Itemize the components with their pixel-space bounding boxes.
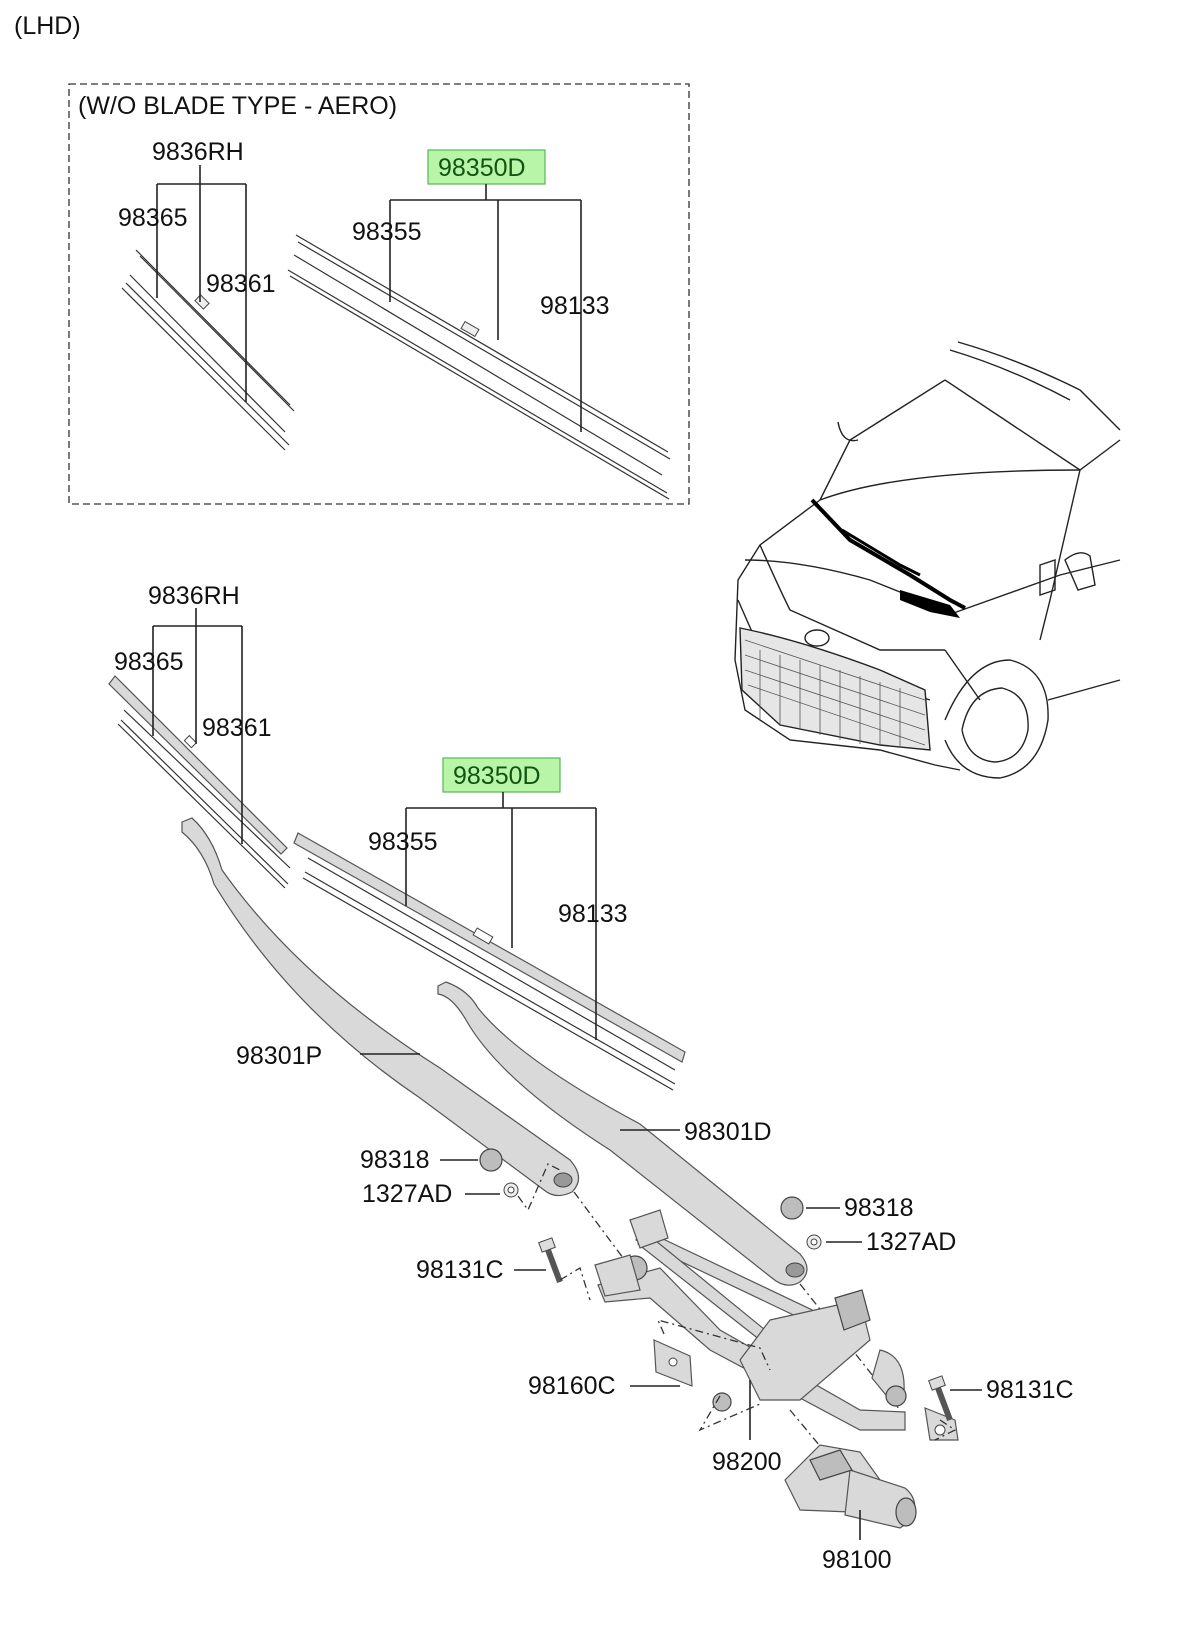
motor-assembly-line	[789, 1409, 821, 1447]
bracket-zigzag	[656, 1319, 771, 1432]
arm-passenger-label: 98301P	[236, 1042, 322, 1070]
bolt-right	[928, 1375, 953, 1422]
main-blade-highlight	[442, 757, 561, 793]
inset-main-leaders	[389, 184, 582, 432]
nut-left-zigzag	[517, 1163, 561, 1212]
inset-rh-refill-label: 98361	[206, 270, 276, 298]
bracket	[653, 1339, 732, 1412]
bolt-right-label: 98131C	[986, 1376, 1074, 1404]
bolt-left-zigzag	[559, 1267, 591, 1301]
nut-right-label: 1327AD	[866, 1228, 956, 1256]
inset-frame	[68, 83, 690, 505]
inset-rh-blade	[121, 249, 295, 451]
nut-right	[806, 1234, 822, 1250]
driver-arm	[437, 981, 808, 1286]
linkage-label: 98200	[712, 1448, 782, 1476]
inset-rh-leaders	[156, 165, 247, 402]
rh-insert-label: 98365	[114, 648, 184, 676]
assembly-line-left	[573, 1191, 633, 1271]
main-leaders	[405, 792, 597, 1040]
inset-rh-insert-label: 98365	[118, 204, 188, 232]
passenger-arm	[181, 817, 580, 1197]
inset-main-refill-label: 98133	[540, 292, 610, 320]
nut-left	[503, 1182, 519, 1198]
cap-left-label: 98318	[360, 1146, 430, 1174]
vehicle-illustration	[734, 341, 1121, 779]
main-refill-label: 98133	[558, 900, 628, 928]
nut-left-label: 1327AD	[362, 1180, 452, 1208]
inset-main-blade-label: 98350D	[438, 154, 526, 182]
bracket-label: 98160C	[528, 1372, 616, 1400]
rh-blade	[108, 675, 291, 889]
inset-main-insert-label: 98355	[352, 218, 422, 246]
main-insert-label: 98355	[368, 828, 438, 856]
cap-right-label: 98318	[844, 1194, 914, 1222]
cap-left	[479, 1148, 503, 1172]
variant-label: (LHD)	[14, 12, 81, 40]
rh-refill-label: 98361	[202, 714, 272, 742]
motor-label: 98100	[822, 1546, 892, 1574]
bolt-left-label: 98131C	[416, 1256, 504, 1284]
rh-blade-label: 9836RH	[148, 582, 240, 610]
inset-title: (W/O BLADE TYPE - AERO)	[78, 92, 397, 120]
cap-right	[780, 1196, 804, 1220]
main-blade-label: 98350D	[453, 762, 541, 790]
wiper-motor	[784, 1444, 917, 1529]
bolt-left	[538, 1237, 563, 1284]
main-blade	[293, 832, 686, 1091]
arm-driver-label: 98301D	[684, 1118, 772, 1146]
rh-leaders	[152, 608, 243, 844]
bolt-right-zigzag	[934, 1419, 957, 1441]
linkage-assembly	[594, 1209, 959, 1441]
inset-main-blade	[287, 234, 671, 500]
inset-rh-blade-label: 9836RH	[152, 138, 244, 166]
